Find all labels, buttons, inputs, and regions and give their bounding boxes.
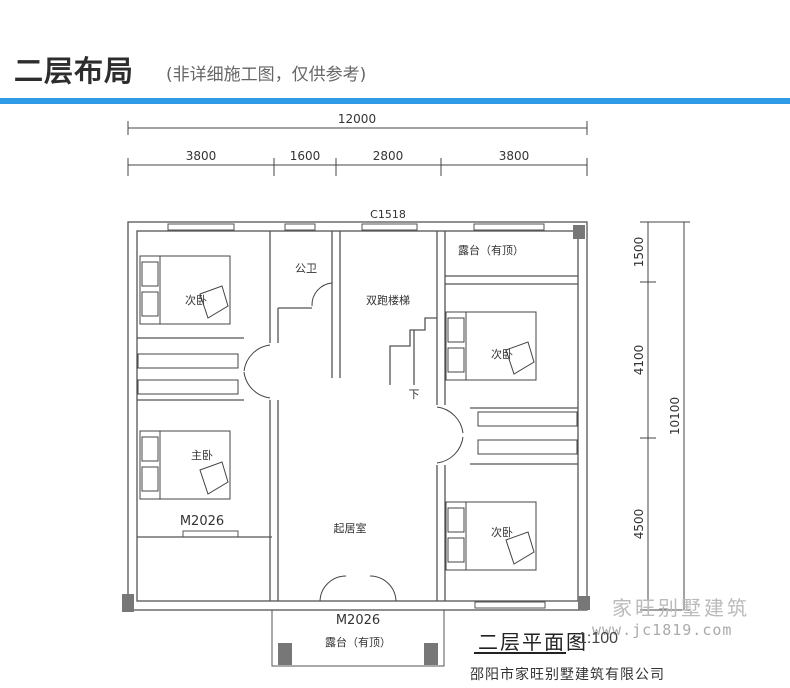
page-title: 二层布局: [14, 54, 135, 88]
plan-scale: 1:100: [578, 630, 619, 647]
dim-segment-3: 2800: [373, 149, 404, 163]
label-bedroom-nw: 次卧: [185, 293, 207, 307]
dim-segment-1: 3800: [186, 149, 217, 163]
accent-bar: [0, 98, 790, 104]
dim-right-3: 4500: [632, 509, 646, 540]
label-terrace-bottom: 露台（有顶）: [325, 635, 391, 649]
label-bathroom: 公卫: [295, 262, 317, 275]
label-door-left: M2026: [180, 514, 224, 529]
closets: [137, 353, 578, 455]
right-dimension-lines: [640, 221, 690, 611]
page-subtitle: (非详细施工图，仅供参考): [166, 65, 367, 85]
beds: [139, 255, 537, 571]
dim-right-total: 10100: [668, 397, 682, 435]
label-bedroom-ne: 次卧: [491, 347, 513, 361]
label-living: 起居室: [334, 521, 367, 535]
walls: [127, 221, 588, 611]
corner-columns: [122, 225, 590, 665]
dim-right-2: 4100: [632, 345, 646, 376]
watermark-brand: 家旺别墅建筑: [612, 596, 750, 620]
dim-segment-4: 3800: [499, 149, 530, 163]
window-label-c1518: C1518: [370, 208, 406, 221]
plan-title-underline: [474, 652, 566, 654]
dim-segment-2: 1600: [290, 149, 321, 163]
page-header: 二层布局 (非详细施工图，仅供参考): [0, 0, 790, 104]
label-stairs-down: 下: [409, 388, 420, 401]
watermark-url: www.jc1819.com: [592, 621, 733, 639]
top-dimension-lines: [127, 121, 588, 176]
company-name: 邵阳市家旺别墅建筑有限公司: [470, 667, 665, 683]
plan-title: 二层平面图: [478, 630, 588, 654]
label-door-bottom: M2026: [336, 613, 380, 628]
windows: [167, 223, 546, 609]
label-master: 主卧: [191, 449, 213, 462]
label-stairs: 双跑楼梯: [366, 293, 410, 307]
dim-total-top: 12000: [338, 112, 376, 126]
doors: [243, 282, 464, 602]
label-terrace-top: 露台（有顶）: [458, 243, 524, 257]
label-bedroom-se: 次卧: [491, 525, 513, 539]
bottom-terrace: [271, 610, 445, 667]
dim-right-1: 1500: [632, 237, 646, 268]
